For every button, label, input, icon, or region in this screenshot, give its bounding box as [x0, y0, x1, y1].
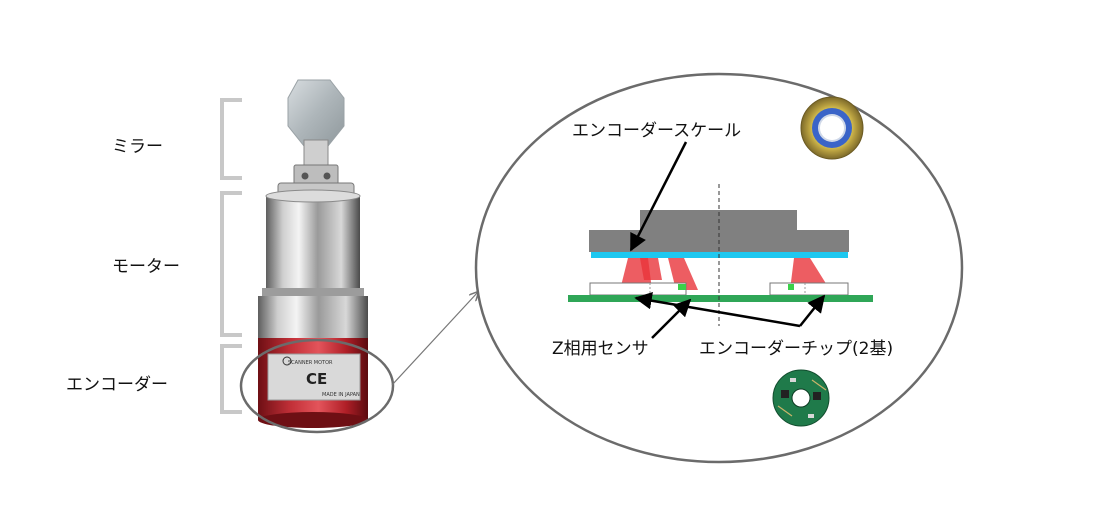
rotor-block — [589, 210, 849, 252]
label-encoder: エンコーダー — [66, 375, 168, 395]
zoom-leader-arrow — [391, 292, 478, 386]
motor-bracket — [220, 191, 242, 337]
sensor-beams — [620, 258, 830, 290]
label-z-phase-sensor: Z相用センサ — [552, 339, 649, 359]
scanner-motor-text: SCANNER MOTOR — [288, 360, 333, 366]
chip-callout-arrow-left — [634, 292, 801, 328]
ce-mark: CE — [306, 370, 327, 388]
label-mirror: ミラー — [112, 137, 163, 157]
scale-callout-arrow — [629, 141, 688, 252]
encoder-chip-left — [589, 282, 687, 296]
encoder-bracket — [220, 344, 242, 414]
encoder-scale-ring-image — [800, 96, 864, 160]
chip-callout-arrow-right — [799, 294, 826, 327]
safety-mark — [282, 356, 292, 366]
mirror-glass — [287, 79, 345, 147]
pcb-strip — [568, 295, 873, 302]
encoder-chip-right — [769, 282, 849, 296]
made-in-text: MADE IN JAPAN — [322, 392, 360, 398]
mirror-bracket — [220, 98, 242, 180]
lower-housing — [258, 296, 368, 340]
label-motor: モーター — [112, 257, 180, 277]
scanner-motor-illustration: CE SCANNER MOTOR MADE IN JAPAN — [258, 79, 368, 428]
encoder-pcb-image — [772, 369, 830, 427]
encoder-highlight-circle — [239, 338, 395, 434]
label-encoder-chips: エンコーダーチップ(2基) — [699, 339, 894, 359]
motor-cylinder — [266, 196, 360, 291]
label-encoder-scale: エンコーダースケール — [572, 121, 742, 141]
